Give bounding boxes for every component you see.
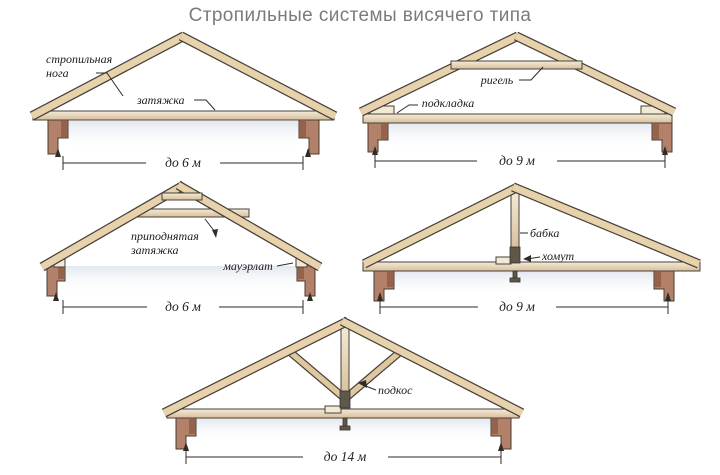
apex-collar	[161, 192, 203, 201]
wall-shadow	[68, 121, 299, 151]
tie-joint-wedge	[495, 256, 512, 265]
dim-arrow-right	[307, 292, 313, 301]
post-shading	[189, 419, 195, 434]
dim-arrow-left	[372, 146, 378, 155]
post-shading	[61, 121, 67, 137]
post-shading	[655, 272, 661, 287]
post-shading	[653, 124, 659, 139]
rafter-left	[40, 181, 186, 271]
truss-simple-tie: стропильная нога затяжка до 6 м	[29, 31, 338, 170]
dimension: до 14 м	[183, 442, 504, 464]
dim-arrow-right	[662, 146, 668, 155]
post-shading	[492, 419, 498, 434]
dimension: до 9 м	[372, 146, 668, 168]
leader-line	[276, 262, 294, 267]
span-label: до 14 м	[324, 449, 367, 464]
tie-beam	[362, 113, 673, 124]
rafter-left	[359, 32, 520, 116]
rafter-left	[30, 32, 186, 120]
dim-arrow-left	[183, 442, 189, 451]
leader-line	[96, 72, 124, 97]
leader-arrow	[523, 255, 531, 262]
post-shading	[58, 263, 64, 279]
collar-beam	[450, 60, 583, 70]
clamp-fitting	[509, 246, 521, 264]
dim-arrow-right	[665, 292, 671, 301]
rafter-right	[511, 183, 701, 268]
collar-label: ригель	[480, 73, 514, 87]
leader-line	[194, 99, 216, 111]
king-post	[510, 189, 520, 251]
post-shading	[387, 272, 393, 287]
span-label: до 9 м	[499, 299, 535, 314]
dimension: до 6 м	[55, 148, 311, 170]
rafter-left	[162, 317, 350, 417]
strut-right	[345, 349, 402, 400]
post-shading	[298, 263, 304, 279]
span-label: до 6 м	[165, 155, 201, 170]
truss-king-post: бабка хомут до 9 м	[361, 182, 701, 314]
rafter-left	[362, 183, 520, 268]
clamp-bolt	[342, 417, 348, 427]
strut-left	[288, 349, 345, 400]
strut-label: подкос	[378, 383, 413, 397]
wall-shadow	[388, 123, 652, 151]
leader-line	[519, 66, 544, 81]
raised-tie-label-line2: затяжка	[130, 243, 179, 257]
wall-shadow	[394, 271, 654, 298]
wall-plate-label: мауэрлат	[222, 259, 273, 273]
truss-struts: подкос до 14 м	[161, 316, 525, 464]
dim-arrow-right	[498, 442, 504, 451]
dimension: до 6 м	[53, 292, 313, 314]
dim-arrow-right	[305, 148, 311, 157]
span-label: до 6 м	[165, 299, 201, 314]
rafter-right	[179, 32, 337, 120]
rafter-right	[340, 317, 524, 417]
post-shading	[381, 124, 387, 139]
leader-arrow	[358, 380, 367, 388]
king-post	[340, 324, 350, 396]
rafter-leg-label-line2: нога	[46, 66, 69, 80]
wall-shadow	[65, 266, 297, 294]
tie-joint-wedge	[324, 405, 342, 414]
pad-label: подкладка	[422, 96, 475, 110]
page-title: Стропильные системы висячего типа	[188, 5, 532, 26]
dim-arrow-left	[377, 292, 383, 301]
tie-label: затяжка	[136, 93, 185, 107]
truss-raised-tie: приподнятая затяжка мауэрлат до 6 м	[39, 180, 323, 314]
leader-line	[396, 104, 418, 114]
leader-arrow	[212, 229, 218, 238]
clamp-label: хомут	[541, 249, 575, 263]
raised-tie-label-line1: приподнятая	[131, 229, 199, 243]
clamp-fitting	[339, 390, 351, 409]
dim-arrow-left	[55, 148, 61, 157]
post-shading	[300, 121, 306, 137]
tie-beam	[166, 408, 520, 419]
rafter-leg-label-line1: стропильная	[46, 52, 113, 66]
tie-beam	[362, 261, 701, 272]
king-post-label: бабка	[530, 226, 559, 240]
dimension: до 9 м	[377, 292, 671, 314]
rafter-right	[514, 32, 676, 116]
clamp-nut	[339, 425, 351, 431]
truss-collar: ригель подкладка до 9 м	[358, 31, 677, 168]
dim-arrow-left	[53, 292, 59, 301]
tie-beam	[32, 110, 335, 121]
clamp-nut	[509, 277, 521, 283]
span-label: до 9 м	[499, 153, 535, 168]
